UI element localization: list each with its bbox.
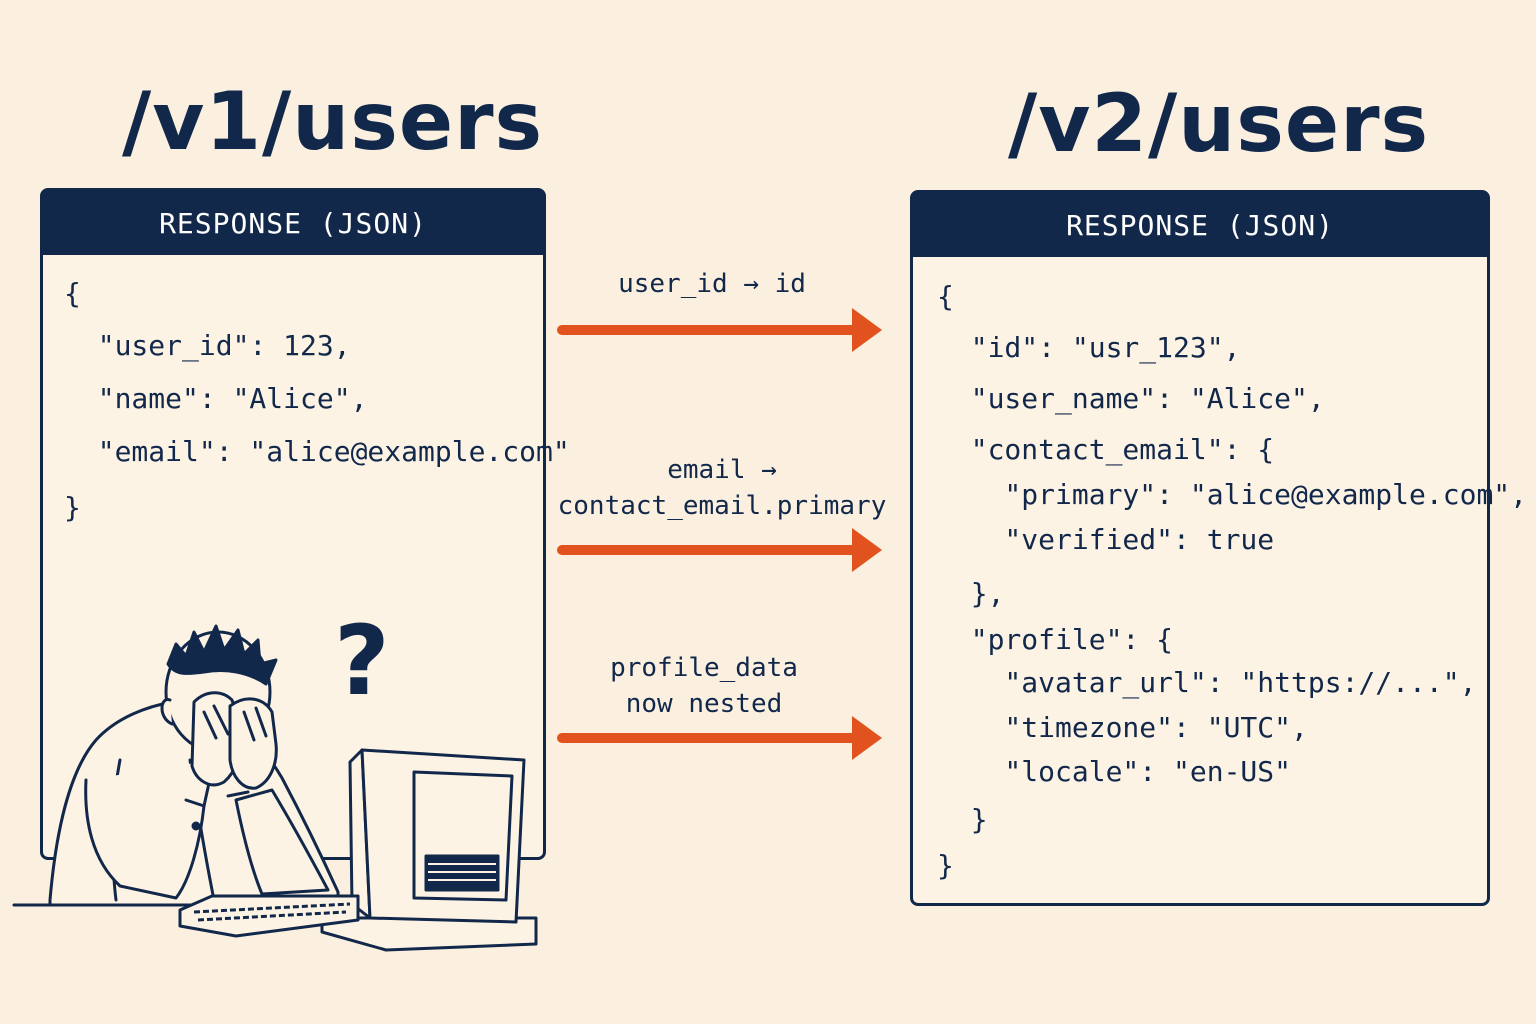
arrow-label-line: contact_email.primary <box>557 491 887 521</box>
v2-json-line: "avatar_url": "https://...", <box>937 666 1477 699</box>
v1-panel-header: RESPONSE (JSON) <box>43 191 543 255</box>
v2-endpoint-title: /v2/users <box>1008 77 1430 170</box>
v2-json-line: { <box>937 280 954 313</box>
v2-json-line: "timezone": "UTC", <box>937 711 1308 744</box>
arrow-label-line: now nested <box>625 689 783 719</box>
arrow-label-line: profile_data <box>610 653 798 683</box>
v1-json-line: } <box>64 491 81 524</box>
arrow-label-line: user_id → id <box>618 269 806 299</box>
v2-panel-header: RESPONSE (JSON) <box>913 193 1487 257</box>
v2-json-line: "primary": "alice@example.com", <box>937 478 1528 511</box>
computer-icon <box>178 748 538 952</box>
v2-json-line: "verified": true <box>937 523 1275 556</box>
question-mark: ? <box>334 605 390 717</box>
v1-json-line: "user_id": 123, <box>64 329 351 362</box>
arrow-profile <box>557 716 882 760</box>
v1-response-panel: RESPONSE (JSON) <box>40 188 546 860</box>
arrow-label-email: email → contact_email.primary <box>552 452 892 524</box>
v2-json-line: } <box>937 849 954 882</box>
v1-json-line: "name": "Alice", <box>64 382 368 415</box>
v2-json-line: "contact_email": { <box>937 433 1275 466</box>
v2-json-line: "locale": "en-US" <box>937 755 1292 788</box>
v2-json-line: }, <box>937 577 1005 610</box>
v1-json-line: "email": "alice@example.com" <box>64 435 570 468</box>
arrow-email <box>557 528 882 572</box>
v2-json-line: "id": "usr_123", <box>937 331 1241 364</box>
arrow-user-id <box>557 308 882 352</box>
arrow-label-user-id: user_id → id <box>542 266 882 302</box>
arrow-label-line: email → <box>667 455 777 485</box>
v2-response-panel: RESPONSE (JSON) <box>910 190 1490 906</box>
v2-json-line: "user_name": "Alice", <box>937 382 1325 415</box>
v2-json-line: } <box>937 803 988 836</box>
arrow-label-profile: profile_data now nested <box>534 650 874 722</box>
v1-json-line: { <box>64 277 81 310</box>
v2-json-line: "profile": { <box>937 623 1174 656</box>
v1-endpoint-title: /v1/users <box>122 75 544 168</box>
